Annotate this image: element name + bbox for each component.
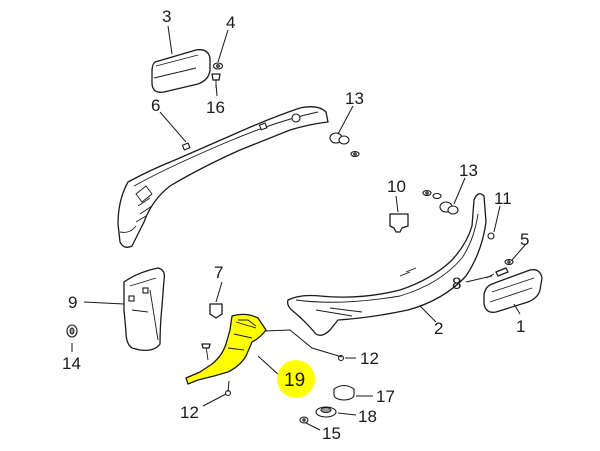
part-5-nut [504,258,514,266]
callout-19-highlight [277,360,315,398]
callout-12-lower: 12 [180,403,199,422]
leader-lines [71,25,527,431]
callout-16: 16 [206,98,225,117]
part-6-upper-beam [117,106,329,248]
part-3-block [151,49,211,93]
callout-10: 10 [387,177,406,196]
callout-1: 1 [516,317,525,336]
part-13-grommet-upper [329,132,360,158]
callout-9: 9 [68,293,77,312]
callout-13b: 13 [459,161,478,180]
part-12-screw-left [201,343,211,361]
callout-12-right: 12 [360,349,379,368]
callout-8: 8 [452,274,461,293]
callout-14: 14 [62,354,81,373]
callout-6: 6 [151,96,160,115]
callout-18: 18 [358,407,377,426]
callout-4: 4 [226,13,235,32]
callout-2: 2 [434,319,443,338]
callout-19: 19 [284,370,305,391]
callout-17: 17 [376,387,395,406]
callout-7: 7 [214,263,223,282]
callout-11: 11 [494,189,512,208]
callout-3: 3 [162,7,171,26]
part-10-clip [389,213,409,233]
callout-5: 5 [520,230,529,249]
callout-15: 15 [322,424,341,443]
part-13-grommet-lower [422,189,459,215]
callout-labels: 3 4 16 6 13 10 13 11 5 8 1 2 9 7 14 12 1… [62,7,529,443]
part-19-splash-shield [185,313,267,385]
callout-13a: 13 [345,89,364,108]
part-15-nut [299,416,309,424]
part-4-nut [212,62,224,70]
part-18-plug [315,406,337,418]
part-17-plug [333,384,355,401]
part-14-nut [66,324,78,338]
part-1-reflector [483,269,543,313]
part-7-clip [209,303,223,319]
part-9-bracket [123,267,166,352]
part-2-bumper-cover [286,193,495,336]
